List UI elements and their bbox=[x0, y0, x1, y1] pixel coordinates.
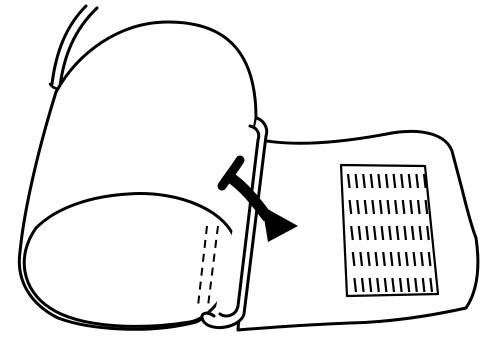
fastener-hook bbox=[404, 251, 409, 267]
fastener-hook bbox=[400, 173, 404, 189]
fastener-hook bbox=[366, 251, 371, 267]
fastener-hook bbox=[415, 173, 420, 189]
d-ring-bar-icon bbox=[200, 116, 269, 330]
fastener-hook bbox=[354, 173, 359, 189]
fastener-hook bbox=[388, 225, 392, 241]
fastener-hook bbox=[409, 199, 414, 215]
fastener-hook bbox=[398, 277, 403, 293]
fastener-hook bbox=[369, 173, 374, 189]
fastener-hook bbox=[403, 225, 408, 241]
fastener-hook bbox=[372, 225, 377, 241]
fastener-hook bbox=[389, 251, 394, 267]
fastener-hook bbox=[421, 277, 426, 293]
fastener-hook bbox=[363, 199, 368, 215]
fastener-hook bbox=[357, 225, 362, 241]
fastener-hook bbox=[429, 277, 434, 293]
fastener-hook bbox=[394, 199, 398, 215]
fastener-hook bbox=[406, 277, 411, 293]
fastener-hook bbox=[384, 173, 389, 189]
fastener-hook bbox=[422, 173, 427, 189]
fastener-hook bbox=[378, 199, 383, 215]
fastener-hook bbox=[397, 251, 402, 267]
fastener-hook bbox=[414, 277, 418, 293]
fastener-hook bbox=[351, 251, 356, 267]
fastener-hook bbox=[391, 277, 396, 293]
fastener-hook bbox=[426, 225, 430, 241]
fastener-hook bbox=[416, 199, 421, 215]
wrap-direction-arrow-icon bbox=[217, 155, 298, 242]
fastener-hook bbox=[359, 251, 364, 267]
fastener-hook bbox=[418, 225, 423, 241]
fastener-hook bbox=[412, 251, 417, 267]
fastener-hook bbox=[377, 173, 382, 189]
hook-loop-fastener-icon bbox=[339, 163, 440, 298]
fastener-hook bbox=[427, 251, 432, 267]
fastener-hook bbox=[348, 199, 353, 215]
fastener-hook bbox=[395, 225, 400, 241]
fastener-hook bbox=[420, 251, 424, 267]
fastener-hook bbox=[374, 251, 379, 267]
fastener-hook bbox=[386, 199, 391, 215]
fastener-hook bbox=[392, 173, 397, 189]
fastener-hook bbox=[424, 199, 429, 215]
fastener-hook bbox=[401, 199, 406, 215]
fastener-hook bbox=[360, 277, 365, 293]
cuff-opening bbox=[22, 192, 239, 328]
fastener-hook bbox=[380, 225, 385, 241]
fastener-hook bbox=[362, 173, 366, 189]
fastener-hook bbox=[356, 199, 360, 215]
fastener-hook bbox=[368, 277, 373, 293]
fastener-hook bbox=[407, 173, 412, 189]
fastener-hook bbox=[410, 225, 415, 241]
fastener-hook bbox=[376, 277, 380, 293]
fastener-hook bbox=[350, 225, 354, 241]
fastener-hook bbox=[365, 225, 370, 241]
fastener-hook bbox=[371, 199, 376, 215]
fastener-hook bbox=[346, 173, 351, 189]
fastener-hook bbox=[383, 277, 388, 293]
fastener-hook bbox=[353, 277, 358, 293]
fastener-hook bbox=[382, 251, 386, 267]
fastener-hooks bbox=[346, 173, 434, 293]
